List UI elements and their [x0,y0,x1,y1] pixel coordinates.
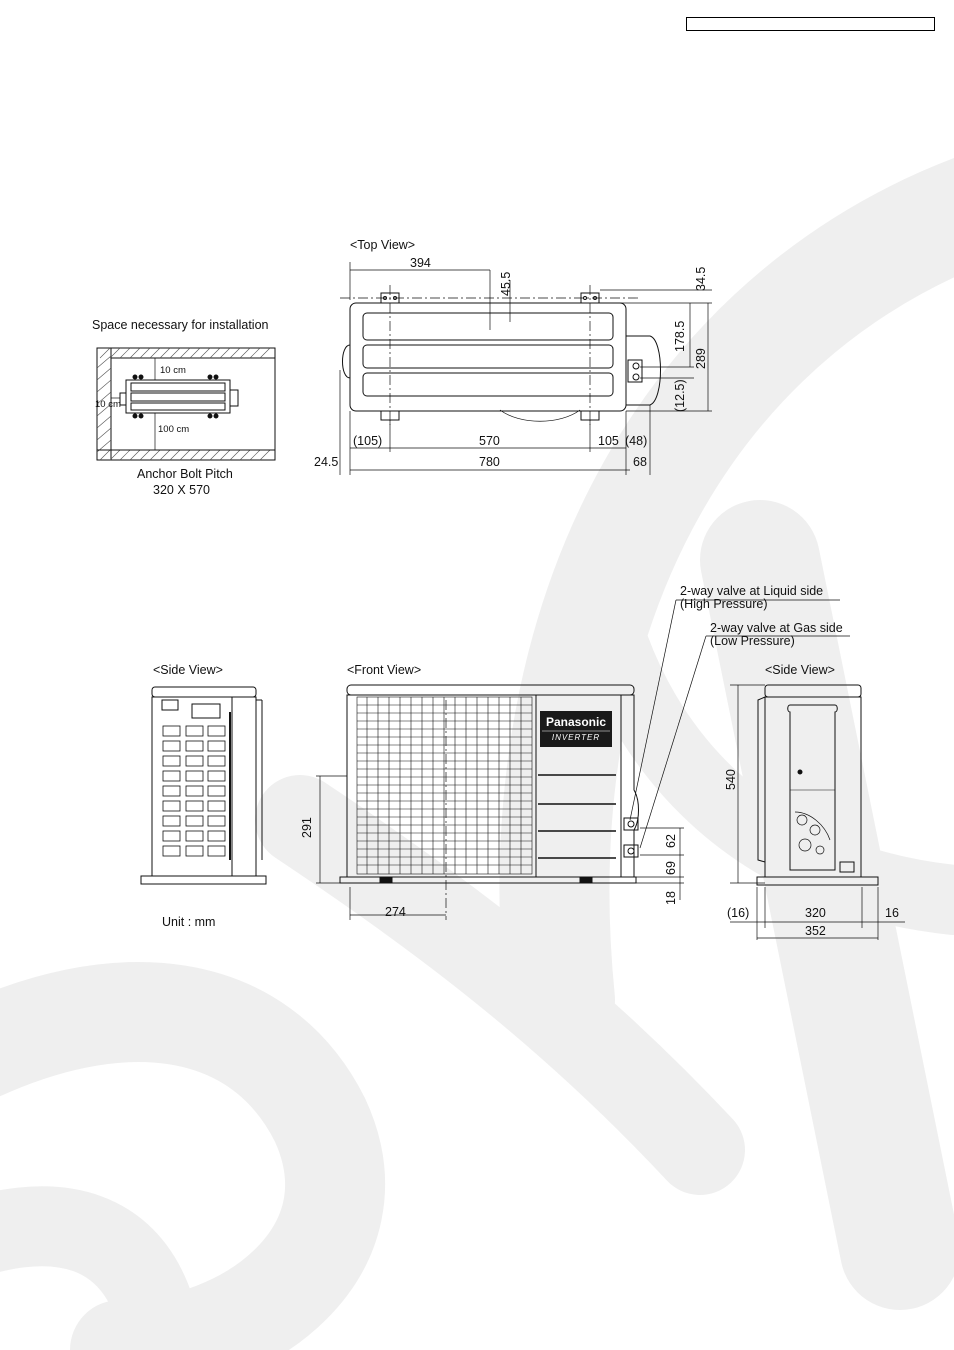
liquid-valve-pressure: (High Pressure) [680,597,768,611]
dim-12-5: (12.5) [673,379,687,412]
dim-18: 18 [664,891,678,905]
clearance-front-label: 100 cm [158,424,190,435]
dim-105-left: (105) [353,434,383,448]
dim-105-right: 105 [598,434,619,448]
clearance-left-label: 10 cm [95,399,121,410]
dim-62: 62 [664,834,678,848]
anchor-bolt-pitch-label: Anchor Bolt Pitch [137,467,233,481]
brand-panel [540,711,612,747]
dim-320: 320 [805,906,826,920]
clearance-top-label: 10 cm [160,365,186,376]
left-side-view-title: <Side View> [153,663,223,677]
dim-540: 540 [724,769,738,790]
dim-291: 291 [300,817,314,838]
gas-valve-label: 2-way valve at Gas side [710,621,843,635]
gas-valve-pressure: (Low Pressure) [710,634,795,648]
dim-780: 780 [479,455,500,469]
header-box [686,17,935,31]
dim-352: 352 [805,924,826,938]
dim-45-5: 45.5 [499,271,513,296]
liquid-valve-label: 2-way valve at Liquid side [680,584,824,598]
dim-16-left: (16) [727,906,750,920]
brand-logo: Panasonic [545,715,607,729]
unit-note: Unit : mm [162,915,216,929]
dim-69: 69 [664,861,678,875]
dim-274: 274 [385,905,406,919]
dim-34-5: 34.5 [694,266,708,291]
installation-title: Space necessary for installation [92,318,269,332]
dim-178-5: 178.5 [673,320,687,352]
front-view-drawing [316,599,850,920]
dim-16-right: 16 [885,906,899,920]
left-side-view-drawing [140,686,267,885]
top-view-drawing [339,262,712,475]
right-side-view-drawing [730,684,905,940]
dim-24-5: 24.5 [314,455,339,469]
dim-394: 394 [410,256,431,270]
front-view-title: <Front View> [347,663,422,677]
dim-68: 68 [633,455,647,469]
dim-570: 570 [479,434,500,448]
installation-diagram [96,347,276,461]
top-view-title: <Top View> [350,238,416,252]
brand-inverter-badge: INVERTER [551,733,601,742]
anchor-bolt-pitch-value: 320 X 570 [153,483,210,497]
dim-289: 289 [694,348,708,369]
right-side-view-title: <Side View> [765,663,835,677]
dim-48: (48) [625,434,648,448]
